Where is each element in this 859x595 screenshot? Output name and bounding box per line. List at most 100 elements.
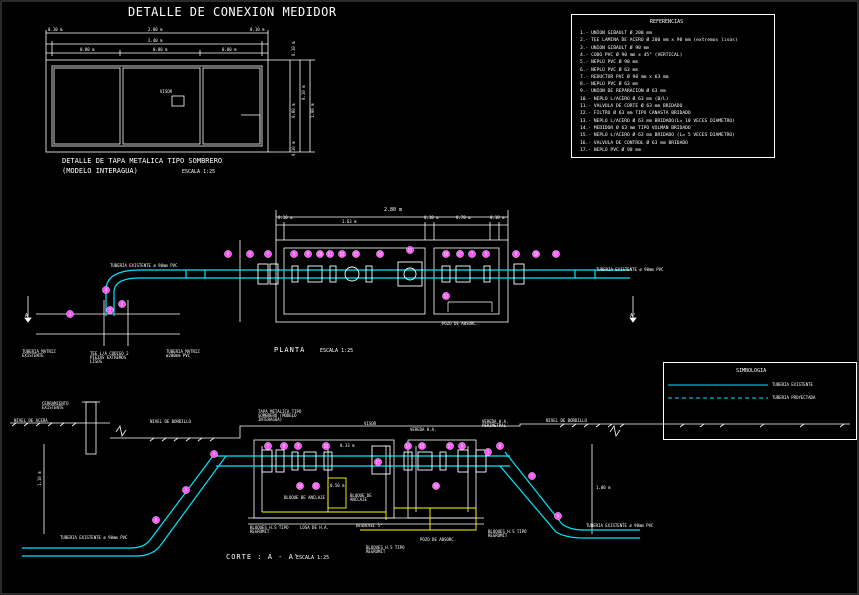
simbologia-lines bbox=[668, 384, 768, 399]
plan-fitting-marker bbox=[316, 250, 324, 258]
corte-fitting-marker bbox=[446, 442, 454, 450]
corte-fitting-marker-label: 8 bbox=[283, 444, 286, 449]
break-symbols bbox=[115, 424, 621, 438]
plan-fitting-marker-label: 13 bbox=[354, 252, 359, 257]
corte-fitting-marker-label: 7 bbox=[267, 444, 270, 449]
plan-fitting-marker-label: 1 bbox=[69, 312, 72, 317]
corte-fitting-marker bbox=[554, 512, 562, 520]
corte-pozo: POZO DE ABSORC. bbox=[420, 537, 457, 542]
corte-desnivel: DESNIVEL 5° bbox=[356, 523, 383, 528]
corte-fitting-marker bbox=[296, 482, 304, 490]
corte-fitting-marker bbox=[280, 442, 288, 450]
tapa-detail bbox=[45, 30, 315, 153]
corte-cerramiento: CERRAMIENTO EXISTENTE bbox=[42, 401, 69, 410]
plan-fitting-marker-label: 5 bbox=[227, 252, 230, 257]
plan-fitting-marker bbox=[290, 250, 298, 258]
corte-fitting-marker bbox=[374, 458, 382, 466]
referencia-item: 8.- NEPLO PVC Ø 63 mm bbox=[580, 82, 639, 88]
label-visor: VISOR bbox=[160, 89, 173, 94]
plan-fitting-marker bbox=[106, 306, 114, 314]
corte-fitting-marker bbox=[312, 482, 320, 490]
corte-fitting-marker bbox=[210, 450, 218, 458]
dim-tapa-right-3: 0.10 m bbox=[301, 85, 306, 100]
corte-fitting-marker bbox=[528, 472, 536, 480]
plan-fitting-marker-label: 14 bbox=[378, 252, 383, 257]
corte-fitting-marker bbox=[294, 442, 302, 450]
corte-fitting-marker bbox=[418, 442, 426, 450]
referencia-item: 9.- UNION DE REPARACION Ø 63 mm bbox=[580, 89, 666, 95]
corte-left-pipe: TUBERIA EXISTENTE ø 90mm PVC bbox=[60, 535, 128, 540]
plan-fitting-marker bbox=[468, 250, 476, 258]
corte-fitting-marker bbox=[152, 516, 160, 524]
corte-bloques-h: BLOQUES H.S TIPO REGRUMIT bbox=[366, 545, 405, 554]
planta-matriz-right: TUBERIA MATRIZ ø200mm PVC bbox=[166, 349, 200, 358]
plan-fitting-marker bbox=[352, 250, 360, 258]
plan-fitting-marker bbox=[246, 250, 254, 258]
corte-fitting-marker-label: 5 bbox=[185, 488, 188, 493]
plan-fitting-marker-label: 4 bbox=[105, 288, 108, 293]
dim-tapa-right-2: 1.00 m bbox=[310, 103, 315, 118]
corte-nivel-bordillo-l: NIVEL DE BORDILLO bbox=[150, 419, 191, 424]
referencia-item: 15.- NEPLO L/ACERO Ø 63 mm BRIDADO (L= 5… bbox=[580, 133, 735, 139]
corte-fitting-marker bbox=[484, 448, 492, 456]
plan-fitting-marker bbox=[304, 250, 312, 258]
referencia-item: 14.- MEDIDOR Ø 63 mm TIPO VOLMAN BRIDADO bbox=[580, 125, 691, 131]
plan-fitting-marker-label: 6 bbox=[249, 252, 252, 257]
corte-scale: ESCALA 1:25 bbox=[296, 555, 330, 561]
corte-right-pipe: TUBERIA EXISTENTE ø 90mm PVC bbox=[586, 523, 654, 528]
planta-pipe bbox=[105, 269, 630, 316]
corte-dim-3: 0.33 m bbox=[340, 443, 355, 448]
plan-fitting-marker bbox=[442, 250, 450, 258]
referencia-item: 16.- VALVULA DE CONTROL Ø 63 mm BRIDADO bbox=[580, 140, 688, 146]
corte-fitting-marker bbox=[432, 482, 440, 490]
simbologia-box: SIMBOLOGIA TUBERIA EXISTENTE TUBERIA PRO… bbox=[663, 362, 857, 440]
corte-fitting-marker-label: 6 bbox=[499, 444, 502, 449]
plan-fitting-marker bbox=[338, 250, 346, 258]
simbologia-proyectada: TUBERIA PROYECTADA bbox=[772, 395, 816, 400]
corte-fitting-marker bbox=[458, 442, 466, 450]
corte-visor: VISOR bbox=[364, 421, 377, 426]
planta-dim-3: 0.10 m bbox=[424, 215, 439, 220]
referencia-item: 13.- NEPLO L/ACERO Ø 63 mm BRIDADO(L= 10… bbox=[580, 118, 735, 124]
referencia-item: 3.- UNION GIBAULT Ø 90 mm bbox=[580, 45, 650, 51]
corte-dim-left: 1.10 m bbox=[37, 471, 42, 486]
corte-bloque-hl: BLOQUE DE ANCLAJE bbox=[284, 495, 325, 500]
plan-fitting-marker-label: 9 bbox=[307, 252, 310, 257]
tapa-caption-scale: ESCALA 1:25 bbox=[182, 169, 216, 175]
planta-pozo bbox=[447, 301, 493, 312]
planta-matriz-left: TUBERIA MATRIZ EXISTENTE bbox=[22, 349, 56, 358]
section-marker-a-prime: A' bbox=[630, 313, 637, 319]
simbologia-title: SIMBOLOGIA bbox=[736, 368, 767, 374]
corte-dim-right: 1.00 m bbox=[596, 485, 611, 490]
corte-fitting-marker-label: 4 bbox=[461, 444, 464, 449]
referencia-item: 7.- REDUCTOR PVC Ø 90 mm x 63 mm bbox=[580, 74, 669, 80]
planta-title: PLANTA bbox=[274, 346, 306, 354]
plan-fitting-marker bbox=[532, 250, 540, 258]
referencia-item: 6.- NEPLO PVC Ø 63 mm bbox=[580, 67, 639, 73]
corte-fitting-marker-label: 6 bbox=[155, 518, 158, 523]
planta-matriz-mid: TEE L/A CODIGO 2 PIEZAS EXTREMOS LISOS bbox=[90, 351, 129, 364]
corte-bloque-hs: BLOQUE DE ANCLAJE bbox=[350, 493, 372, 502]
planta-right-pipe: TUBERIA EXISTENTE ø 90mm PVC bbox=[596, 267, 664, 272]
plan-fitting-marker bbox=[224, 250, 232, 258]
referencia-item: 5.- NEPLO PVC Ø 90 mm bbox=[580, 60, 639, 66]
corte-fitting-marker bbox=[182, 486, 190, 494]
plan-fitting-marker-label: 11 bbox=[328, 252, 333, 257]
plan-fitting-marker-label: 3 bbox=[121, 302, 124, 307]
plan-fitting-marker bbox=[512, 250, 520, 258]
corte-fitting-marker bbox=[404, 442, 412, 450]
planta-dim-1: 0.10 m bbox=[278, 215, 293, 220]
corte-fitting-marker bbox=[496, 442, 504, 450]
plan-fitting-marker-label: 7 bbox=[267, 252, 270, 257]
plan-fitting-marker-label: 9 bbox=[515, 252, 518, 257]
planta-dim-total: 2.80 m bbox=[384, 207, 403, 213]
corte-fitting-marker-label: 12 bbox=[324, 444, 329, 449]
corte-bloques-hr: BLOQUES H.S TIPO REGRUMIT bbox=[488, 529, 527, 538]
tapa-title: DETALLE DE CONEXION MEDIDOR bbox=[128, 5, 337, 19]
planta-left-pipe: TUBERIA EXISTENTE ø 90mm PVC bbox=[110, 263, 178, 268]
referencia-item: 11.- VALVULA DE CORTE Ø 63 mm BRIDADO bbox=[580, 104, 683, 109]
referencia-item: 4.- CODO PVC Ø 90 mm x 45° (VERTICAL) bbox=[580, 52, 683, 58]
